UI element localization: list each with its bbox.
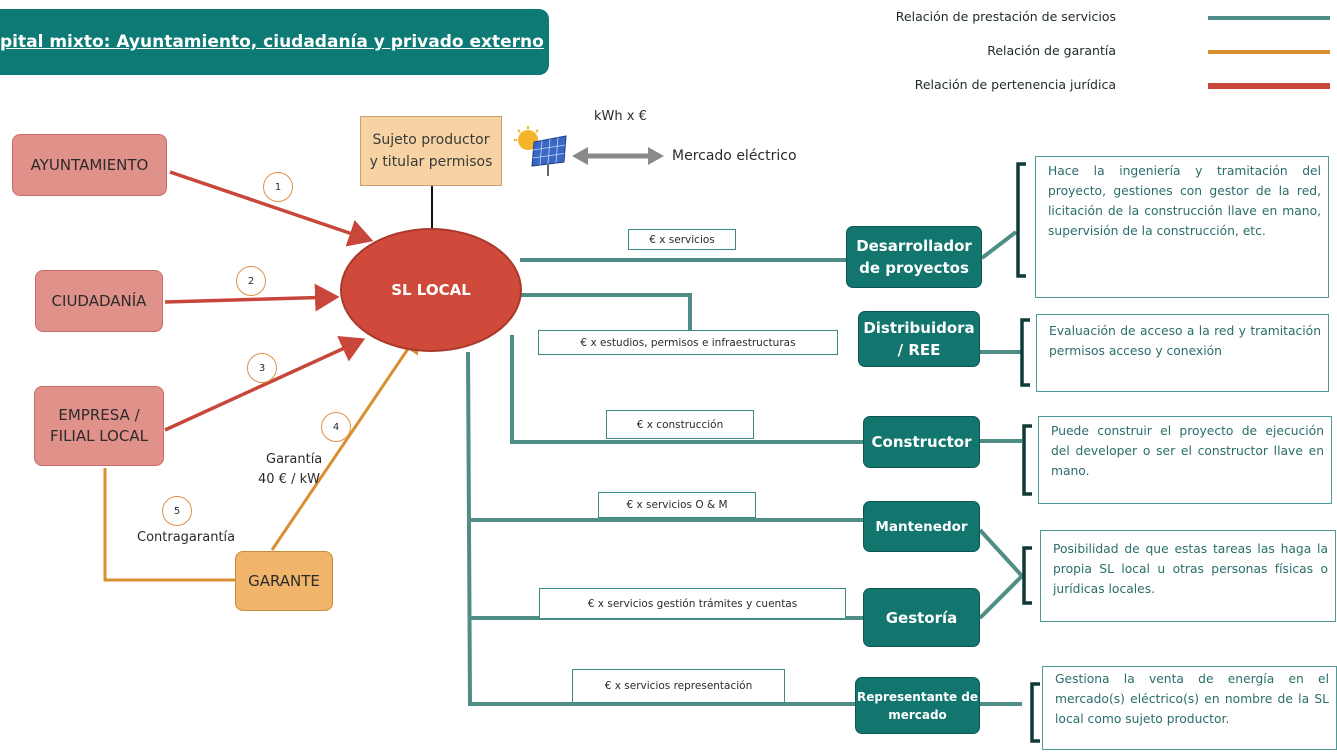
legend-label-ownership: Relación de pertenencia jurídica: [914, 77, 1116, 92]
actor-gestoria: Gestoría: [863, 588, 980, 647]
sujeto-productor-box: Sujeto productor y titular permisos: [360, 116, 502, 186]
actor-representante: Representante de mercado: [855, 677, 980, 734]
counter-guarantee-line: [103, 468, 236, 582]
guarantee-label: Garantía: [266, 452, 323, 467]
service-line-gest-detail: [978, 574, 1024, 620]
desc-mantenedor-gestoria: Posibilidad de que estas tareas las haga…: [1040, 530, 1336, 622]
service-line-mant-detail: [978, 528, 1024, 578]
bracket-distribuidora: [1020, 318, 1030, 387]
arrow-ciudadania: [164, 283, 340, 312]
arrow-ayuntamiento: [169, 170, 374, 247]
step-badge-1: 1: [263, 172, 293, 202]
service-line-dev-detail: [980, 230, 1018, 260]
owner-ciudadania: CIUDADANÍA: [35, 270, 163, 332]
price-distribuidora: € x estudios, permisos e infraestructura…: [538, 330, 838, 355]
legend-label-guarantee: Relación de garantía: [987, 43, 1116, 58]
solar-panel-icon: [512, 126, 570, 178]
market-double-arrow: [572, 147, 664, 165]
bracket-desarrollador: [1016, 162, 1026, 278]
service-line-constructor: [510, 335, 864, 444]
step-badge-2: 2: [236, 266, 266, 296]
legend-label-services: Relación de prestación de servicios: [895, 9, 1116, 24]
owner-garante: GARANTE: [235, 551, 333, 611]
bracket-constructor: [1022, 424, 1032, 496]
owner-empresa: EMPRESA / FILIAL LOCAL: [34, 386, 164, 466]
price-constructor: € x construcción: [606, 410, 754, 439]
service-line-trunk: [466, 351, 855, 706]
actor-distribuidora: Distribuidora / REE: [858, 311, 980, 367]
bracket-representante: [1030, 682, 1040, 743]
arrow-guarantee: [270, 331, 420, 551]
desc-desarrollador: Hace la ingeniería y tramitación del pro…: [1035, 156, 1329, 298]
step-badge-4: 4: [321, 412, 351, 442]
actor-desarrollador: Desarrollador de proyectos: [846, 226, 982, 288]
desc-constructor: Puede construir el proyecto de ejecución…: [1038, 416, 1332, 504]
desc-representante: Gestiona la venta de energía en el merca…: [1042, 666, 1337, 750]
bracket-mantenedor-gestoria: [1022, 546, 1032, 605]
counter-guarantee-label: Contragarantía: [137, 530, 236, 545]
owner-ayuntamiento: AYUNTAMIENTO: [12, 134, 167, 196]
price-gestoria: € x servicios gestión trámites y cuentas: [539, 588, 846, 619]
market-label: Mercado eléctrico: [672, 148, 797, 164]
actor-constructor: Constructor: [863, 416, 980, 468]
step-badge-5: 5: [162, 496, 192, 526]
sl-local-node: SL LOCAL: [340, 228, 522, 352]
price-mantenedor: € x servicios O & M: [598, 492, 756, 518]
step-badge-3: 3: [247, 353, 277, 383]
price-desarrollador: € x servicios: [628, 229, 736, 250]
guarantee-amount: 40 € / kW: [258, 472, 320, 487]
page-title: pital mixto: Ayuntamiento, ciudadanía y …: [0, 9, 549, 75]
desc-distribuidora: Evaluación de acceso a la red y tramitac…: [1036, 314, 1329, 392]
kwh-price-label: kWh x €: [594, 109, 647, 124]
price-representante: € x servicios representación: [572, 669, 785, 703]
actor-mantenedor: Mantenedor: [863, 501, 980, 552]
arrow-empresa: [164, 335, 366, 432]
